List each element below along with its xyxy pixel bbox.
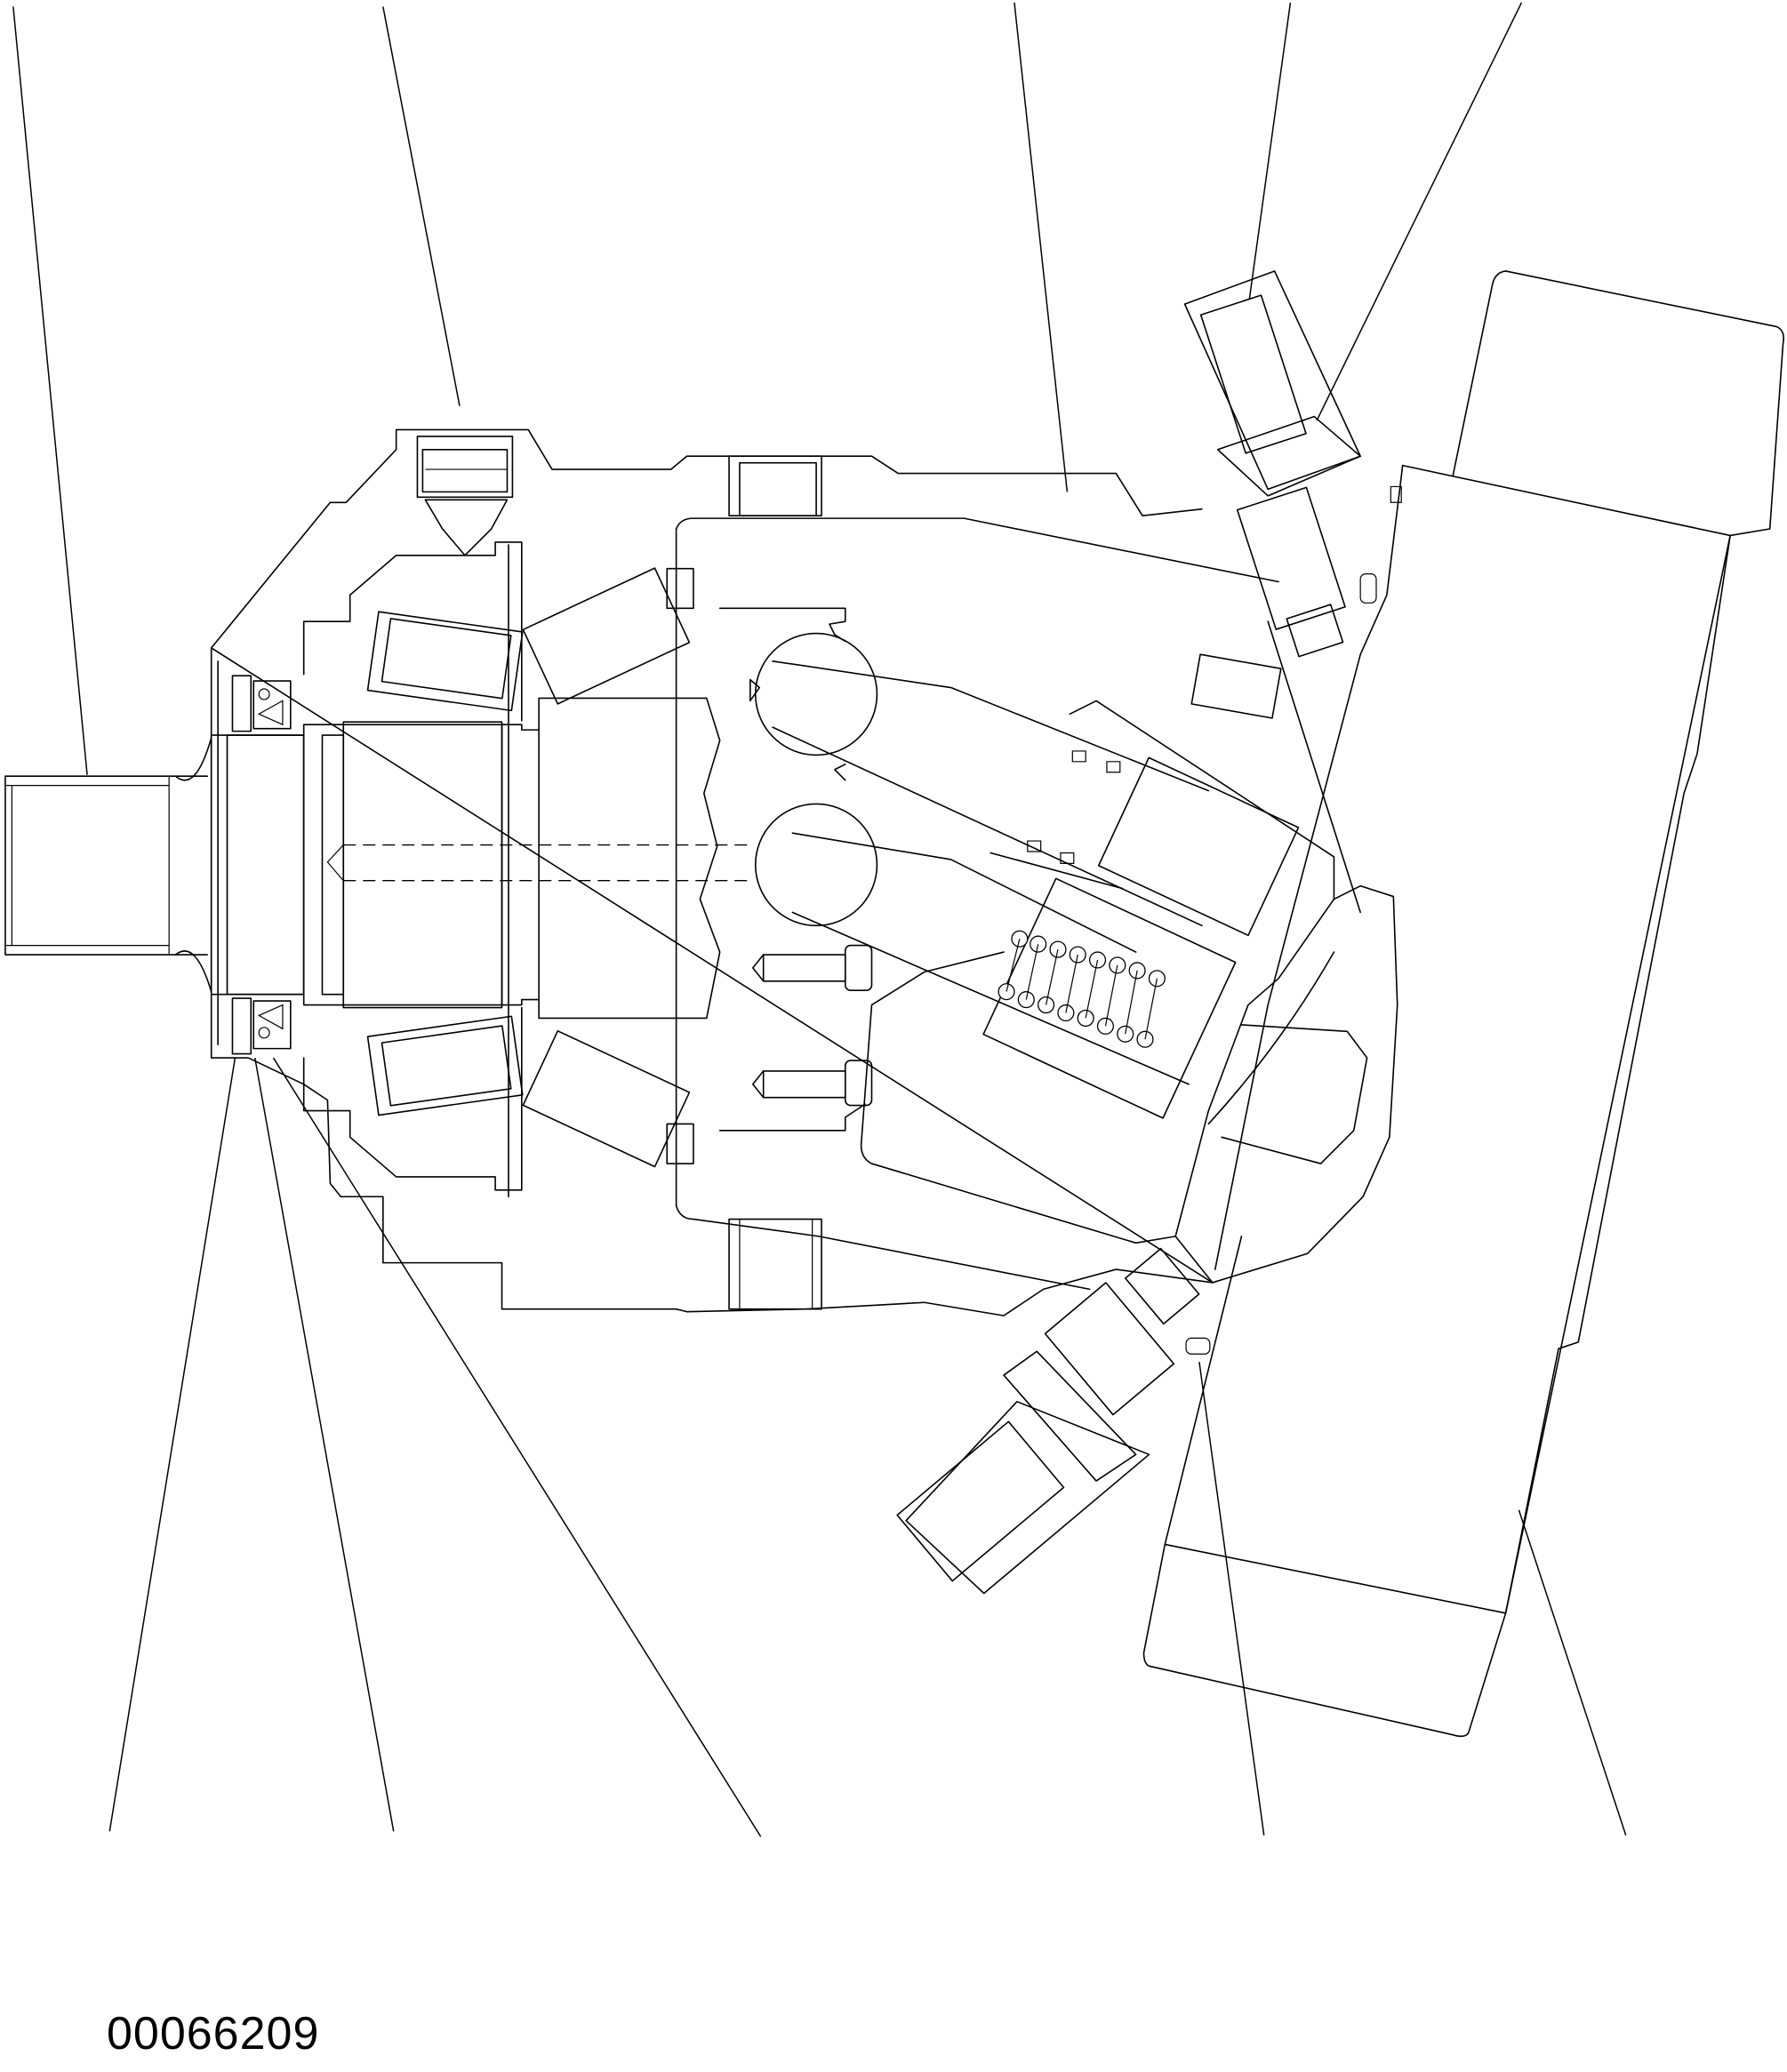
pistons [720, 608, 1334, 1243]
leader-line-bottom-3 [274, 1058, 761, 1836]
leader-line-top-1 [13, 6, 87, 774]
top-adjustment-screw [1185, 271, 1361, 657]
leader-line-top-5 [1317, 3, 1521, 420]
leader-lines [13, 3, 1626, 1836]
leader-line-bottom-4 [1199, 1362, 1264, 1836]
tapered-roller-bearings [368, 568, 693, 1166]
center-spring [998, 931, 1165, 1047]
leader-line-bottom-2 [255, 1058, 394, 1831]
drawing-number: 00066209 [107, 2008, 320, 2060]
drive-shaft [304, 698, 753, 1018]
leader-line-bottom-1 [109, 1058, 235, 1831]
output-shaft [5, 735, 304, 995]
motor-housing [212, 429, 1360, 1316]
top-drain-plug [417, 436, 512, 556]
leader-line-top-2 [383, 6, 460, 405]
port-block [1175, 886, 1398, 1283]
bottom-adjustment-screw [897, 1249, 1210, 1594]
leader-line-bottom-5 [1519, 1510, 1625, 1836]
leader-line-top-3 [1014, 3, 1067, 492]
shaft-seals [232, 676, 290, 1053]
control-valve [1144, 271, 1784, 1736]
retainer-screws [753, 946, 872, 1106]
leader-line-top-4 [1249, 3, 1290, 299]
